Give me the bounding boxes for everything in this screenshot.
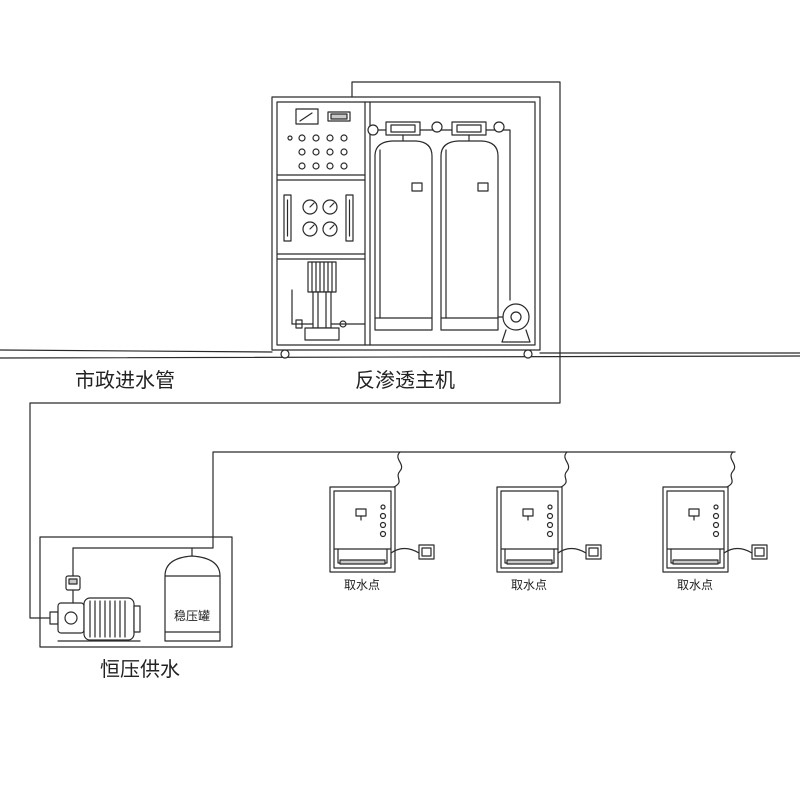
- flow-meter-icon: [283, 194, 354, 242]
- high-pressure-pump: [291, 261, 366, 341]
- water-pump: [49, 547, 141, 642]
- membrane-tanks: [367, 121, 531, 343]
- supply-pipe: [72, 451, 736, 549]
- ground-line: [0, 349, 800, 359]
- gauge-icon: [493, 121, 505, 133]
- constant-pressure-unit: 稳压罐: [39, 536, 233, 648]
- membrane-tank-1: [374, 134, 433, 331]
- dispenser-label: 取水点: [511, 578, 547, 592]
- constant-pressure-label: 恒压供水: [100, 657, 180, 681]
- wheel-icon: [523, 349, 533, 359]
- indicator-lights: [287, 134, 348, 170]
- wheel-icon: [280, 349, 290, 359]
- pressure-gauge-icon: [302, 199, 338, 237]
- pressure-tank-label: 稳压罐: [174, 608, 210, 623]
- digital-display: [327, 111, 351, 122]
- pressure-tank: 稳压罐: [164, 547, 221, 642]
- tank-display: [385, 121, 487, 136]
- gauge-icon: [431, 121, 443, 133]
- ro-main-unit: [271, 96, 541, 359]
- gauge-icon: [367, 124, 379, 136]
- water-dispenser-2: [496, 451, 602, 573]
- municipal-inlet-label: 市政进水管: [75, 368, 175, 392]
- inlet-pipe: [29, 81, 561, 619]
- dispenser-label: 取水点: [677, 578, 713, 592]
- ro-unit-label: 反渗透主机: [355, 368, 455, 392]
- analog-meter-icon: [295, 108, 319, 125]
- control-panel: [276, 108, 366, 341]
- membrane-tank-2: [440, 134, 499, 331]
- water-dispenser-3: [662, 451, 768, 573]
- dispenser-label: 取水点: [344, 578, 380, 592]
- water-dispenser-1: [329, 451, 435, 573]
- booster-pump: [497, 303, 531, 343]
